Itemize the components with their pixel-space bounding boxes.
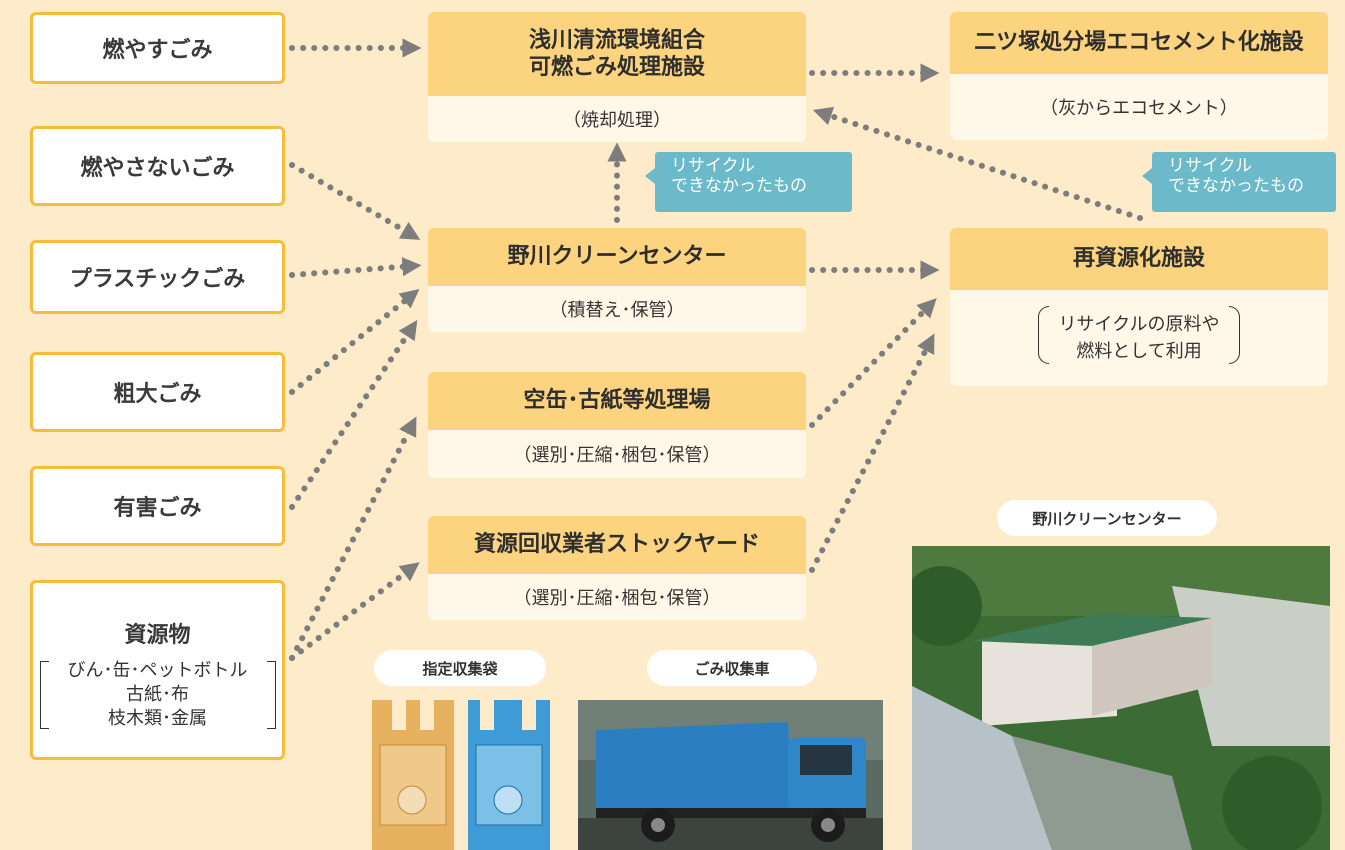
facility-ecocement: 二ツ塚処分場エコセメント化施設 （灰からエコセメント） — [950, 12, 1328, 140]
facility-title: 資源回収業者ストックヤード — [473, 532, 760, 558]
facility-cans-paper: 空缶･古紙等処理場 （選別･圧縮･梱包･保管） — [428, 372, 806, 478]
source-burnable: 燃やすごみ — [30, 12, 285, 84]
facility-note: （焼却処理） — [563, 110, 671, 131]
callout-unrecyclable-left: リサイクル できなかったもの — [645, 152, 852, 212]
facility-header: 空缶･古紙等処理場 — [428, 372, 806, 430]
facility-note: （灰からエコセメント） — [1040, 98, 1238, 119]
callout-line: リサイクル — [1168, 156, 1253, 176]
resource-item: 古紙･布 — [126, 683, 189, 705]
facility-title: 再資源化施設 — [1072, 246, 1205, 272]
callout-line: リサイクル — [671, 156, 756, 176]
facility-header: 浅川清流環境組合 可燃ごみ処理施設 — [428, 12, 806, 96]
facility-title: 野川クリーンセンター — [507, 244, 727, 270]
source-label: 燃やすごみ — [102, 38, 213, 63]
photo-label-bags: 指定収集袋 — [374, 650, 546, 686]
bags-photo — [372, 700, 550, 850]
truck-photo — [578, 700, 883, 850]
source-resources: 資源物 びん･缶･ペットボトル 古紙･布 枝木類･金属 — [30, 580, 285, 760]
facility-note: （選別･圧縮･梱包･保管） — [513, 588, 721, 609]
facility-incinerator: 浅川清流環境組合 可燃ごみ処理施設 （焼却処理） — [428, 12, 806, 142]
facility-header: 野川クリーンセンター — [428, 228, 806, 286]
source-label: 燃やさないごみ — [80, 156, 235, 181]
source-plastic: プラスチックごみ — [30, 240, 285, 314]
source-label: 有害ごみ — [113, 496, 202, 521]
photo-label-truck: ごみ収集車 — [647, 650, 817, 686]
photo-label-center: 野川クリーンセンター — [997, 500, 1217, 536]
callout-line: できなかったもの — [671, 175, 807, 196]
source-bulky: 粗大ごみ — [30, 352, 285, 432]
facility-header: 資源回収業者ストックヤード — [428, 516, 806, 574]
arrow-resources-to-stockyard — [289, 562, 420, 661]
facility-note: （積替え･保管） — [549, 300, 685, 321]
facility-note-line: リサイクルの原料や — [1058, 314, 1220, 335]
source-hazardous: 有害ごみ — [30, 466, 285, 546]
arrow-hazardous-to-nogawa — [289, 320, 418, 510]
arrow-resources-to-cans — [289, 416, 417, 661]
facility-stockyard: 資源回収業者ストックヤード （選別･圧縮･梱包･保管） — [428, 516, 806, 620]
source-label: 資源物 — [124, 622, 191, 648]
facility-title: 二ツ塚処分場エコセメント化施設 — [974, 30, 1304, 56]
facility-title: 可燃ごみ処理施設 — [528, 55, 705, 80]
arrow-recycling-to-incinerator — [812, 106, 1143, 221]
facility-header: 二ツ塚処分場エコセメント化施設 — [950, 12, 1328, 74]
callout-unrecyclable-right: リサイクル できなかったもの — [1142, 152, 1336, 212]
facility-note: リサイクルの原料や 燃料として利用 — [950, 290, 1328, 386]
callout-line: できなかったもの — [1168, 175, 1304, 196]
source-nonburnable: 燃やさないごみ — [30, 126, 285, 206]
arrow-nonburnable-to-nogawa — [289, 162, 421, 240]
source-label: プラスチックごみ — [69, 267, 246, 292]
resource-item: 枝木類･金属 — [108, 708, 207, 730]
arrow-cans-to-recycling — [809, 298, 937, 428]
facility-title: 浅川清流環境組合 — [528, 27, 705, 53]
facility-recycling: 再資源化施設 リサイクルの原料や 燃料として利用 — [950, 228, 1328, 386]
facility-header: 再資源化施設 — [950, 228, 1328, 290]
arrow-bulky-to-nogawa — [289, 288, 420, 395]
facility-note: （選別･圧縮･梱包･保管） — [513, 445, 721, 466]
source-label: 粗大ごみ — [113, 382, 202, 407]
arrow-plastic-to-nogawa — [289, 257, 422, 278]
facility-title: 空缶･古紙等処理場 — [523, 388, 711, 414]
facility-note-line: 燃料として利用 — [1076, 341, 1202, 362]
facility-nogawa: 野川クリーンセンター （積替え･保管） — [428, 228, 806, 332]
resource-item: びん･缶･ペットボトル — [67, 659, 248, 681]
resource-items: びん･缶･ペットボトル 古紙･布 枝木類･金属 — [38, 659, 278, 732]
center-photo — [912, 546, 1330, 850]
arrow-stockyard-to-recycling — [809, 333, 935, 573]
